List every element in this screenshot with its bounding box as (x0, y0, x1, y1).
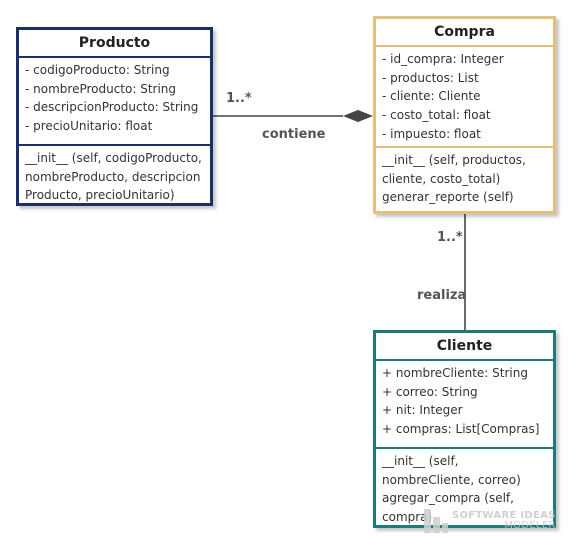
attributes-compartment: - codigoProducto: String - nombreProduct… (19, 58, 210, 146)
attribute: - id_compra: Integer (382, 52, 504, 66)
attribute: + compras: List[Compras] (382, 422, 540, 437)
aggregation-diamond (343, 110, 373, 122)
operations-compartment: __init__ (self, codigoProducto, nombrePr… (19, 146, 210, 208)
operation: __init__ (self, productos, cliente, cost… (382, 153, 526, 186)
operation: __init__ (self, codigoProducto, nombrePr… (25, 151, 202, 203)
attribute: + nombreCliente: String (382, 366, 528, 380)
attribute: - impuesto: float (382, 126, 481, 141)
class-name: Cliente (376, 333, 553, 361)
class-compra[interactable]: Compra - id_compra: Integer - productos:… (373, 16, 556, 214)
operation: agregar_compra (self, compra) (382, 491, 514, 525)
attribute: + correo: String (382, 384, 478, 399)
class-name: Producto (19, 30, 210, 58)
contiene-multiplicity: 1..* (226, 91, 252, 106)
contiene-label: contiene (262, 127, 326, 142)
attribute: - descripcionProducto: String (25, 100, 199, 115)
watermark-line2: MODELER (504, 520, 556, 531)
class-name: Compra (376, 19, 553, 47)
realiza-label: realiza (417, 288, 467, 303)
attribute: - codigoProducto: String (25, 63, 170, 77)
operation: generar_reporte (self) (382, 190, 514, 205)
attribute: - cliente: Cliente (382, 89, 481, 104)
realiza-multiplicity: 1..* (437, 230, 463, 245)
class-cliente[interactable]: Cliente + nombreCliente: String + correo… (373, 330, 556, 528)
attribute: + nit: Integer (382, 403, 463, 418)
operations-compartment: __init__ (self, nombreCliente, correo) a… (376, 449, 553, 530)
attributes-compartment: - id_compra: Integer - productos: List -… (376, 47, 553, 148)
class-producto[interactable]: Producto - codigoProducto: String - nomb… (16, 27, 213, 206)
attributes-compartment: + nombreCliente: String + correo: String… (376, 361, 553, 449)
attribute: - productos: List (382, 70, 479, 85)
software-ideas-logo-icon (424, 509, 448, 533)
attribute: - nombreProducto: String (25, 81, 177, 96)
attribute: - costo_total: float (382, 108, 491, 123)
watermark: SOFTWARE IDEAS MODELER (424, 509, 556, 533)
operations-compartment: __init__ (self, productos, cliente, cost… (376, 148, 553, 210)
watermark-line1: SOFTWARE IDEAS (452, 510, 556, 521)
operation: __init__ (self, nombreCliente, correo) (382, 454, 521, 487)
attribute: - precioUnitario: float (25, 119, 153, 134)
